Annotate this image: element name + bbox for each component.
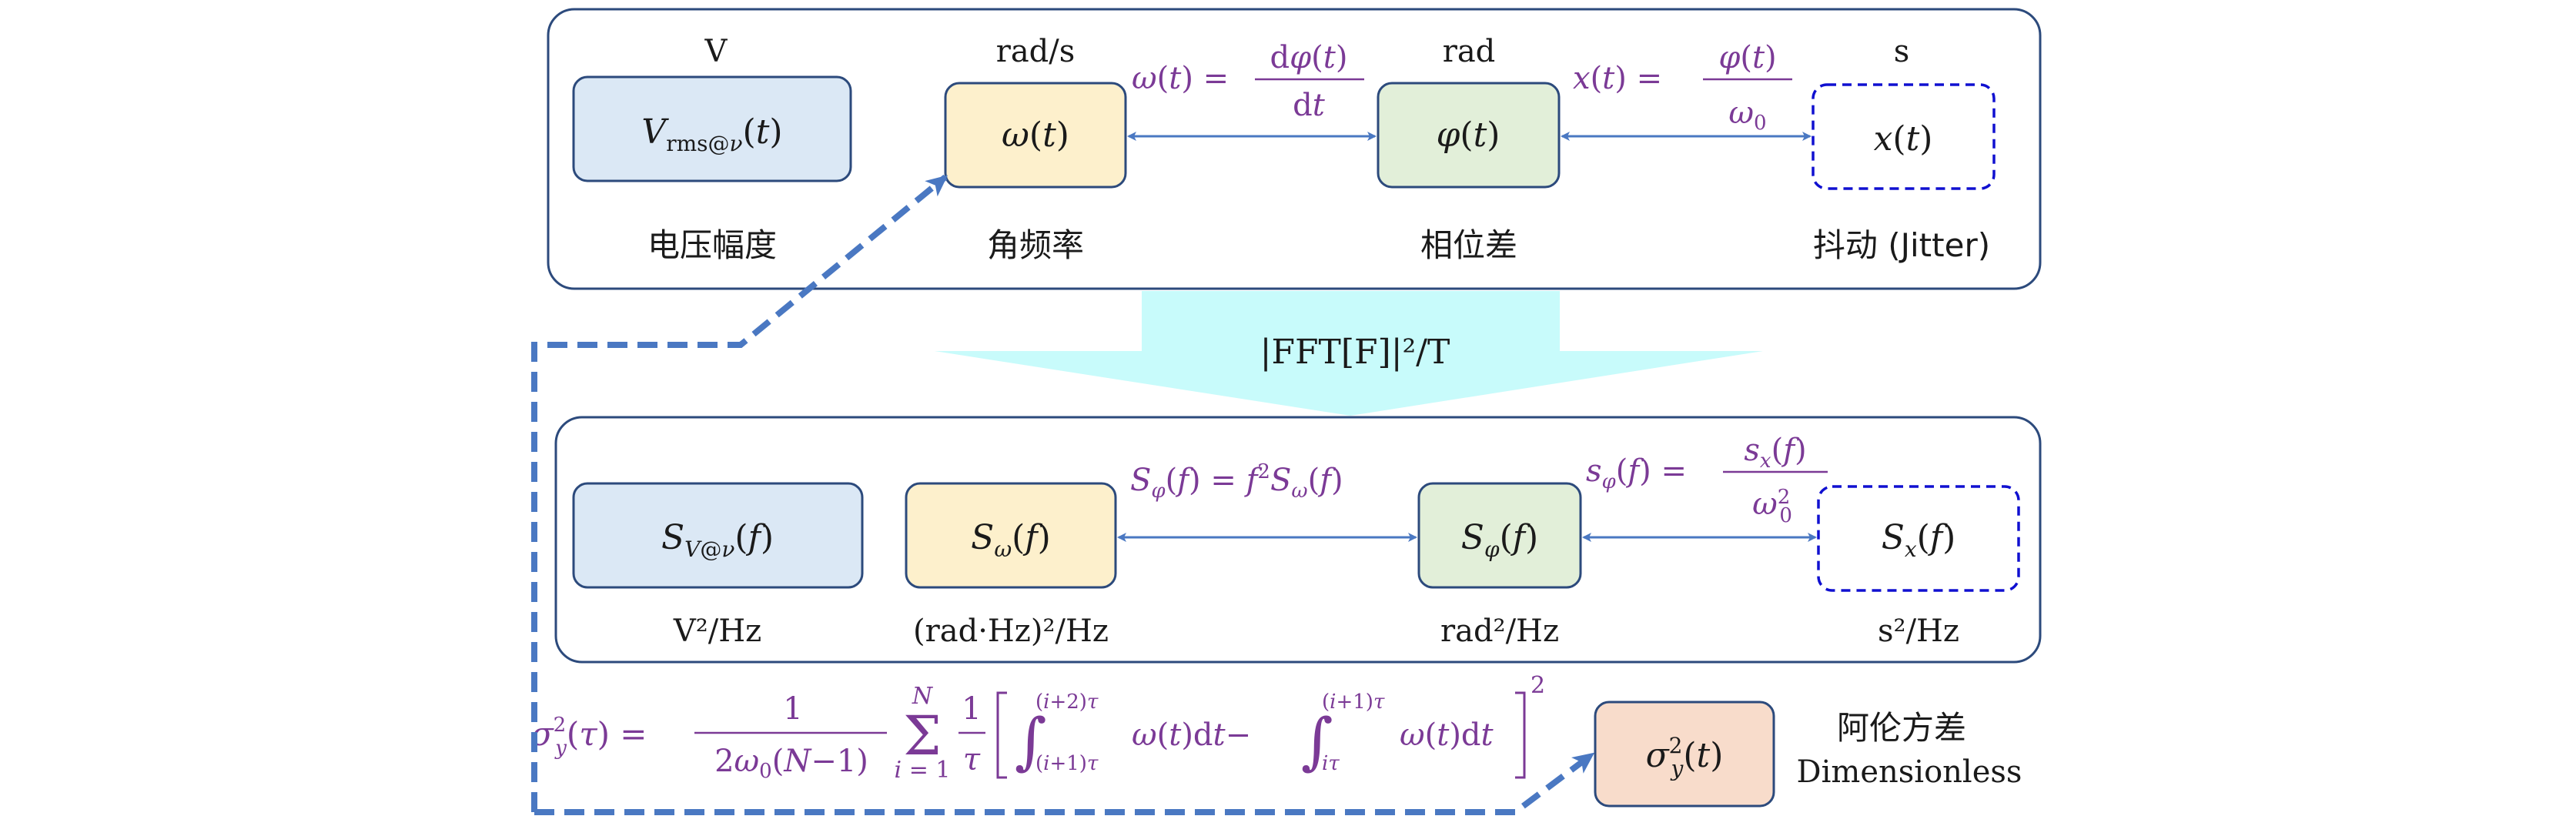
svg-text:1: 1 xyxy=(962,691,981,727)
svg-text:dt: dt xyxy=(1293,88,1326,123)
svg-text:ω(t)dt: ω(t)dt xyxy=(1400,717,1494,753)
box-psd-angular-frequency-label: Sω(f) xyxy=(971,518,1051,562)
unit-jitter-top: s xyxy=(1894,34,1910,69)
unit-psd-voltage: V²/Hz xyxy=(673,614,761,649)
dashed-path-to-allan xyxy=(534,751,1595,815)
relation-phi-x: x(t) = φ(t) ω0 xyxy=(1573,40,1792,135)
box-phase xyxy=(1377,82,1561,189)
caption-jitter: 抖动 (Jitter) xyxy=(1813,226,1990,264)
unit-psd-jitter: s²/Hz xyxy=(1878,614,1959,649)
svg-text:τ: τ xyxy=(963,742,981,778)
box-psd-jitter xyxy=(1817,485,2020,592)
caption-angular-frequency: 角频率 xyxy=(987,226,1084,264)
box-psd-angular-frequency xyxy=(905,482,1117,589)
svg-text:(i+2)τ: (i+2)τ xyxy=(1035,691,1099,714)
svg-text:Σ: Σ xyxy=(903,704,942,767)
caption-phase: 相位差 xyxy=(1420,226,1517,264)
box-psd-voltage-label: SV@ν(f) xyxy=(661,518,774,562)
dashed-path-to-omega xyxy=(531,174,948,812)
caption-allan-en: Dimensionless xyxy=(1797,754,2022,790)
svg-text:1: 1 xyxy=(783,691,802,727)
svg-text:2ω0(N−1): 2ω0(N−1) xyxy=(714,744,868,783)
svg-text:ω20: ω20 xyxy=(1752,486,1792,527)
box-jitter-label: x(t) xyxy=(1874,119,1933,159)
unit-psd-phase: rad²/Hz xyxy=(1440,614,1559,649)
svg-text:∫: ∫ xyxy=(1301,705,1333,777)
fft-transform-label: |FFT[F]|²/T xyxy=(1260,333,1450,372)
box-phase-label: φ(t) xyxy=(1437,115,1500,155)
top-panel xyxy=(547,8,2042,290)
box-psd-jitter-label: Sx(f) xyxy=(1882,518,1956,562)
box-jitter xyxy=(1812,83,1996,190)
svg-text:2: 2 xyxy=(1531,672,1545,699)
box-psd-phase xyxy=(1417,482,1582,589)
svg-text:N: N xyxy=(912,683,934,710)
box-angular-frequency xyxy=(944,82,1127,189)
svg-text:ω(t) =: ω(t) = xyxy=(1132,61,1229,96)
svg-text:(i+1)τ: (i+1)τ xyxy=(1322,691,1385,714)
box-angular-frequency-label: ω(t) xyxy=(1002,115,1069,155)
svg-text:sx(f): sx(f) xyxy=(1744,433,1806,473)
unit-voltage-top: V xyxy=(704,34,728,69)
svg-text:sφ(f) =: sφ(f) = xyxy=(1586,453,1687,493)
svg-text:iτ: iτ xyxy=(1322,752,1340,775)
svg-text:φ(t): φ(t) xyxy=(1718,40,1776,75)
svg-text:σ2y(τ) =: σ2y(τ) = xyxy=(531,714,647,760)
svg-text:dφ(t): dφ(t) xyxy=(1270,40,1348,75)
svg-text:i = 1: i = 1 xyxy=(895,757,951,784)
caption-voltage: 电压幅度 xyxy=(647,226,777,264)
svg-text:Sφ(f) = f2Sω(f): Sφ(f) = f2Sω(f) xyxy=(1130,460,1343,503)
unit-phase-top: rad xyxy=(1443,34,1496,69)
svg-text:x(t) =: x(t) = xyxy=(1573,61,1662,96)
svg-text:∫: ∫ xyxy=(1015,705,1047,777)
svg-text:ω(t)dt−: ω(t)dt− xyxy=(1132,717,1251,753)
fft-transform-arrow xyxy=(935,291,1763,416)
box-psd-phase-label: Sφ(f) xyxy=(1461,518,1538,562)
caption-allan-cn: 阿伦方差 xyxy=(1837,709,1966,747)
box-allan-variance xyxy=(1594,701,1775,808)
box-psd-voltage xyxy=(572,482,864,589)
unit-psd-angular-frequency: (rad·Hz)²/Hz xyxy=(913,614,1109,649)
svg-text:(i+1)τ: (i+1)τ xyxy=(1035,752,1099,775)
relation-omega-phi: ω(t) = dφ(t) dt xyxy=(1132,40,1364,123)
relation-psd-omega-phi: Sφ(f) = f2Sω(f) xyxy=(1130,460,1343,503)
unit-angular-frequency-top: rad/s xyxy=(996,34,1076,69)
box-voltage-rms xyxy=(572,75,852,182)
